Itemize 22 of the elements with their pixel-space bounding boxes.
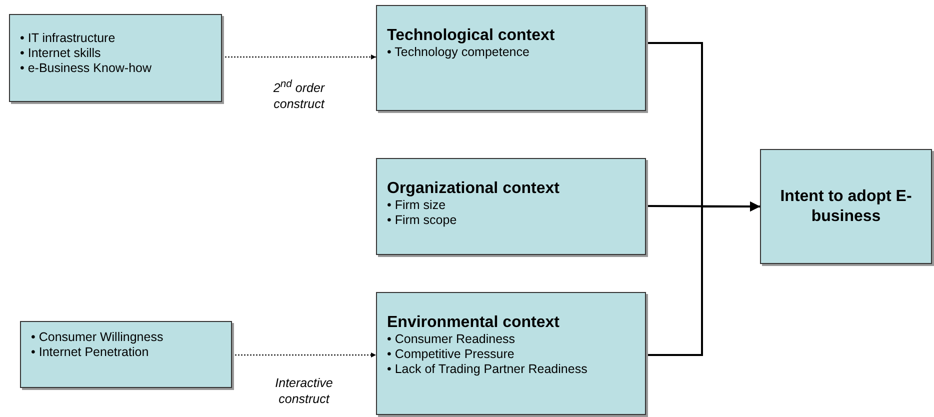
process-box [376,158,646,255]
bullet-item: • Competitive Pressure [387,347,516,362]
bullet-item: • Lack of Trading Partner Readiness [387,362,588,377]
bullet-item: • Firm size [387,198,447,213]
bullet-item: • Technology competence [387,45,530,60]
bullet-item: • IT infrastructure [20,31,116,46]
box-heading: Technological context [387,26,556,45]
process-box [760,149,932,264]
bullet-item: • Consumer Readiness [387,332,516,347]
bullet-item: • e-Business Know-how [20,61,153,76]
process-box [9,14,222,102]
box-heading: Environmental context [387,313,560,332]
process-box [376,5,646,111]
box-title: Intent to adopt E-business [779,186,913,226]
bullet-item: • Firm scope [387,213,458,228]
bullet-item: • Consumer Willingness [31,330,164,345]
process-box [20,321,232,388]
box-heading: Organizational context [387,179,560,198]
process-box [376,292,646,415]
bullet-item: • Internet Penetration [31,345,150,360]
arrow [646,202,760,356]
bullet-item: • Internet skills [20,46,102,61]
